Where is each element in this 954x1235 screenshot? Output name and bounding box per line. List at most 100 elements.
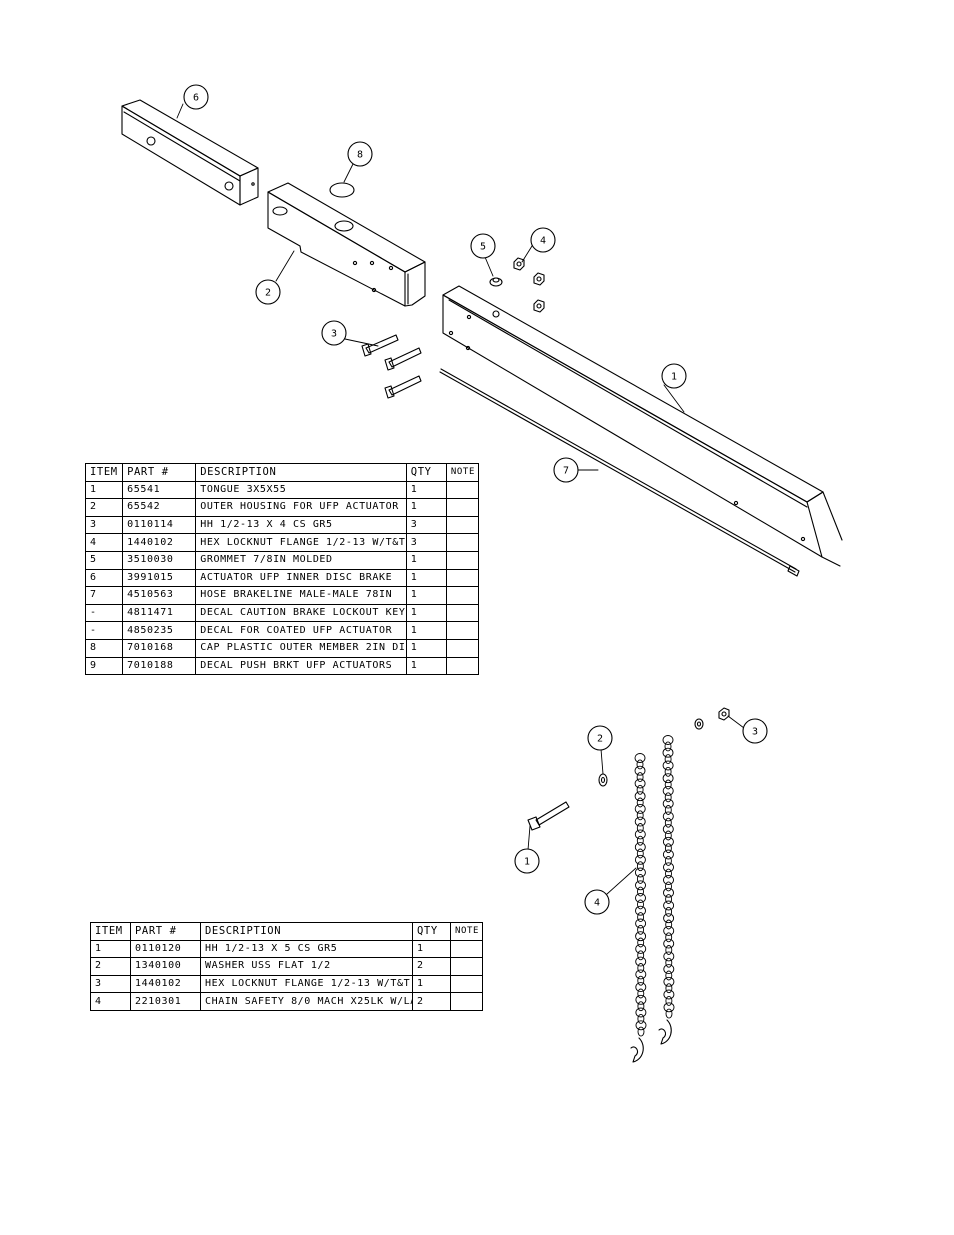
header-description: DESCRIPTION	[195, 463, 407, 482]
qty-cell: 3	[405, 533, 447, 552]
note-cell	[445, 568, 480, 588]
item-cell: 9	[84, 656, 124, 676]
plastic-cap-part	[329, 182, 355, 198]
item-cell: 7	[84, 586, 124, 605]
part-number-cell: 3510030	[122, 550, 197, 570]
description-cell: ACTUATOR UFP INNER DISC BRAKE	[195, 568, 407, 588]
item-cell: 1	[90, 939, 131, 959]
qty-cell: 1	[405, 656, 447, 676]
item-cell: 6	[84, 568, 124, 588]
description-cell: DECAL CAUTION BRAKE LOCKOUT KEY	[195, 603, 407, 623]
item-balloon-top-3: 5	[470, 233, 496, 259]
header-note: NOTE	[450, 922, 483, 941]
part-number-cell: 0110120	[130, 939, 201, 959]
safety-chain-parts	[630, 735, 675, 1063]
qty-cell: 1	[405, 621, 447, 640]
balloon-label: 5	[480, 242, 486, 253]
item-cell: -	[84, 621, 124, 640]
note-cell	[445, 480, 480, 500]
balloon-label: 8	[357, 150, 363, 161]
note-cell	[445, 621, 480, 640]
qty-cell: 1	[405, 603, 447, 623]
qty-cell: 2	[412, 957, 451, 976]
item-balloon-top-2: 2	[255, 279, 281, 305]
part-number-cell: 3991015	[122, 568, 197, 588]
balloon-label: 7	[563, 466, 569, 477]
item-balloon-bottom-2: 1	[514, 848, 540, 874]
description-cell: GROMMET 7/8IN MOLDED	[195, 550, 407, 570]
qty-cell: 1	[405, 480, 447, 500]
balloon-label: 4	[540, 236, 546, 247]
qty-cell: 3	[405, 515, 447, 535]
note-cell	[450, 939, 483, 959]
item-cell: 8	[84, 638, 124, 658]
leader-lines	[176, 103, 745, 895]
balloon-label: 6	[193, 93, 199, 104]
item-cell: 2	[90, 957, 131, 976]
qty-cell: 1	[405, 638, 447, 658]
note-cell	[445, 603, 480, 623]
balloon-label: 2	[597, 734, 603, 745]
item-balloon-bottom-1: 3	[742, 718, 768, 744]
tongue-part	[442, 285, 843, 567]
part-number-cell: 65542	[122, 498, 197, 517]
note-cell	[445, 550, 480, 570]
item-cell: -	[84, 603, 124, 623]
item-cell: 1	[84, 480, 124, 500]
item-balloon-bottom-3: 4	[584, 889, 610, 915]
part-number-cell: 4850235	[122, 621, 197, 640]
qty-cell: 1	[412, 974, 451, 994]
qty-cell: 1	[412, 939, 451, 959]
header-part-number: PART #	[130, 922, 201, 941]
header-note: NOTE	[445, 463, 480, 482]
note-cell	[450, 974, 483, 994]
balloon-label: 1	[524, 857, 530, 868]
description-cell: HH 1/2-13 X 4 CS GR5	[195, 515, 407, 535]
part-number-cell: 1440102	[130, 974, 201, 994]
part-number-cell: 2210301	[130, 992, 201, 1011]
brake-hose-part	[439, 368, 800, 577]
actuator-inner-part	[121, 99, 259, 206]
description-cell: DECAL PUSH BRKT UFP ACTUATORS	[195, 656, 407, 676]
item-balloon-top-1: 8	[347, 141, 373, 167]
part-number-cell: 4811471	[122, 603, 197, 623]
table-header-row: ITEM PART # DESCRIPTION QTY NOTE	[84, 463, 480, 482]
note-cell	[445, 586, 480, 605]
item-cell: 3	[90, 974, 131, 994]
note-cell	[450, 992, 483, 1011]
header-qty: QTY	[412, 922, 451, 941]
balloon-label: 3	[331, 329, 337, 340]
balloon-label: 4	[594, 898, 600, 909]
item-balloon-bottom-0: 2	[587, 725, 613, 751]
item-cell: 2	[84, 498, 124, 517]
hex-bolt-parts	[361, 334, 422, 399]
item-cell: 4	[84, 533, 124, 552]
note-cell	[445, 498, 480, 517]
note-cell	[445, 638, 480, 658]
qty-cell: 1	[405, 550, 447, 570]
header-item: ITEM	[90, 922, 131, 941]
qty-cell: 2	[412, 992, 451, 1011]
description-cell: HEX LOCKNUT FLANGE 1/2-13 W/T&T	[200, 974, 413, 994]
item-cell: 3	[84, 515, 124, 535]
description-cell: CHAIN SAFETY 8/0 MACH X25LK W/LA	[200, 992, 413, 1011]
hex-locknut-parts	[513, 257, 545, 313]
qty-cell: 1	[405, 568, 447, 588]
part-number-cell: 65541	[122, 480, 197, 500]
part-number-cell: 1340100	[130, 957, 201, 976]
item-cell: 4	[90, 992, 131, 1011]
